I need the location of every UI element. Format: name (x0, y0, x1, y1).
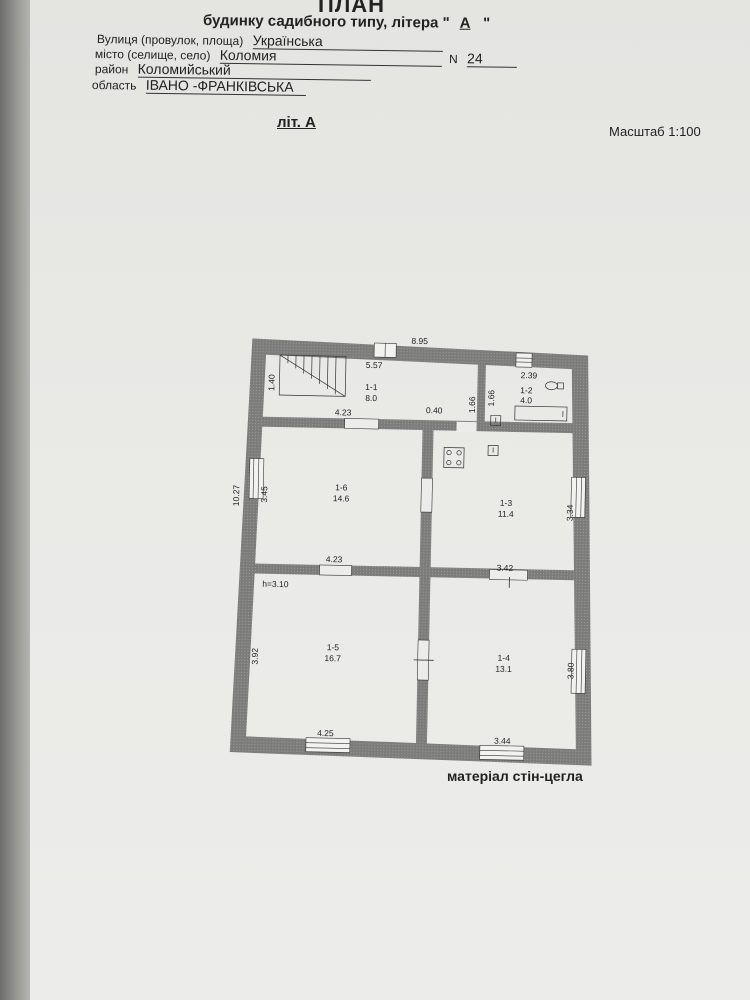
window-bottom-left (305, 737, 351, 753)
dim-342: 3.42 (497, 563, 514, 573)
plan-title: ПЛАН (318, 0, 386, 17)
room-id: 1-2 (520, 385, 533, 395)
lit-label: літ. А (277, 114, 316, 131)
room-label: 1-3 11.4 (498, 498, 514, 519)
sink-icon (487, 415, 502, 456)
room-label: 1-2 4.0 (520, 385, 533, 405)
room-id: 1-4 (498, 653, 511, 663)
dim-239: 2.39 (521, 370, 538, 380)
stove-icon (443, 447, 465, 469)
dim-345: 3.45 (259, 486, 269, 503)
wall-middle-horizontal (253, 563, 580, 581)
dim-392: 3.92 (250, 648, 260, 665)
room-area: 16.7 (324, 653, 341, 663)
room-label: 1-6 14.6 (333, 482, 350, 503)
room-area: 8.0 (365, 393, 377, 403)
window-left-1 (248, 458, 265, 500)
dim-140: 1.40 (266, 374, 276, 391)
window-right-2 (570, 648, 587, 694)
dim-166-b: 1.66 (486, 390, 496, 407)
wall-upper-horizontal (258, 416, 579, 434)
dim-425: 4.25 (317, 728, 334, 738)
room-id: 1-3 (500, 498, 513, 508)
room-area: 13.1 (495, 664, 512, 674)
room-area: 4.0 (520, 395, 532, 405)
room-label: 1-4 13.1 (495, 653, 512, 674)
room-label: 1-5 16.7 (324, 642, 341, 663)
paper-sheet (30, 0, 750, 1000)
window-bottom-right (479, 744, 525, 761)
room-area: 14.6 (333, 493, 350, 503)
dim-height: h=3.10 (262, 579, 289, 590)
scale-label: Масштаб 1:100 (609, 124, 701, 139)
wall-central-vertical (415, 422, 434, 745)
window-bath (515, 352, 533, 368)
dim-040: 0.40 (426, 405, 443, 415)
room-id: 1-5 (327, 642, 340, 652)
room-id: 1-1 (365, 382, 378, 392)
dim-423-a: 4.23 (335, 407, 352, 417)
dim-166-a: 1.66 (467, 396, 477, 413)
dim-top-total: 8.95 (411, 336, 428, 346)
staircase (278, 354, 347, 397)
window-right-1 (570, 476, 586, 518)
dim-557: 5.57 (366, 360, 383, 370)
dim-344: 3.44 (494, 736, 511, 746)
room-id: 1-6 (335, 482, 348, 492)
room-area: 11.4 (498, 509, 514, 519)
dim-334: 3.34 (565, 504, 575, 521)
dim-380: 3.80 (565, 662, 575, 679)
toilet-icon (545, 381, 564, 391)
dim-1027: 10.27 (231, 484, 241, 506)
wall-material-note: матеріал стін-цегла (447, 768, 583, 784)
dim-423-b: 4.23 (326, 554, 343, 564)
wall-vertical-bath (476, 363, 486, 426)
room-label: 1-1 8.0 (365, 382, 378, 403)
walls (229, 338, 592, 766)
window-top (373, 342, 397, 358)
bathtub-icon (514, 405, 568, 422)
